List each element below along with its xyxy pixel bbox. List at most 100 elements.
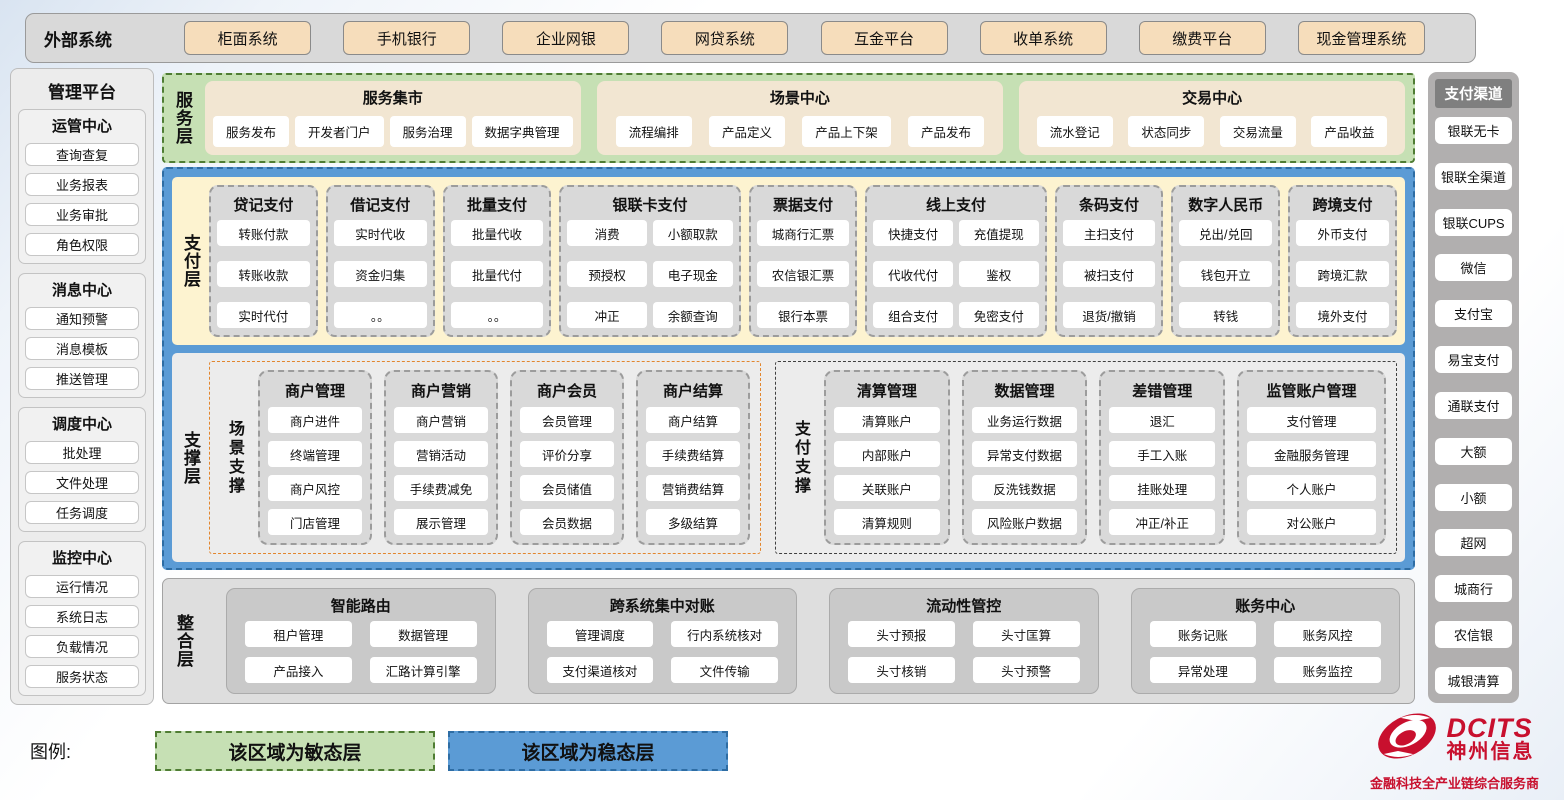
function-node: 账务记账: [1149, 621, 1257, 647]
management-center-items: 通知预警 消息模板 推送管理: [25, 307, 139, 390]
integration-group-items: 租户管理 数据管理 产品接入 汇路计算引擎: [245, 621, 477, 684]
function-node: 代收代付: [873, 261, 953, 287]
integration-group: 账务中心 账务记账 账务风控 异常处理 账务监控: [1130, 588, 1400, 694]
brand-logo-texts: DCITS 神州信息: [1446, 713, 1534, 763]
function-node: 预授权: [567, 261, 647, 287]
support-category-title: 商户管理: [284, 383, 345, 400]
service-center-title: 场景中心: [769, 90, 830, 107]
management-center-title: 调度中心: [51, 416, 112, 433]
function-node: 异常支付数据: [971, 441, 1078, 467]
payment-category-column: 条码支付 主扫支付 被扫支付 退货/撤销: [1054, 185, 1164, 337]
management-center-items: 查询查复 业务报表 业务审批 角色权限: [25, 143, 139, 256]
support-category-title: 差错管理: [1132, 383, 1193, 400]
management-center-group: 运管中心 查询查复 业务报表 业务审批 角色权限: [18, 109, 146, 264]
dcits-swirl-icon: [1374, 707, 1440, 770]
integration-layer: 整合层 智能路由 租户管理 数据管理 产品接入 汇路计算引擎 跨系统集中对账 管…: [162, 578, 1415, 704]
management-platform-title: 管理平台: [48, 83, 116, 102]
function-node: 挂账处理: [1109, 475, 1216, 501]
support-section: 场景支撑 商户管理 商户进件 终端管理 商户风控 门店管理 商户营销 商户营销 …: [209, 361, 761, 554]
management-function-node: 批处理: [25, 441, 139, 464]
management-center-group: 监控中心 运行情况 系统日志 负载情况 服务状态: [18, 541, 146, 696]
integration-group-title: 流动性管控: [926, 598, 1002, 615]
function-node: 关联账户: [834, 475, 940, 501]
function-node: 金融服务管理: [1247, 441, 1376, 467]
support-category-column: 数据管理 业务运行数据 异常支付数据 反洗钱数据 风险账户数据: [961, 370, 1088, 545]
function-node: 会员管理: [520, 407, 614, 433]
support-category-column: 商户管理 商户进件 终端管理 商户风控 门店管理: [258, 370, 372, 545]
external-system-node: 互金平台: [820, 21, 948, 55]
legend-item: 该区域为稳态层: [448, 731, 728, 771]
payment-category-column: 数字人民币 兑出/兑回 钱包开立 转钱: [1171, 185, 1281, 337]
function-node: 批量代收: [450, 220, 544, 246]
management-center-group: 调度中心 批处理 文件处理 任务调度: [18, 407, 146, 532]
function-node: 冲正: [567, 302, 647, 328]
function-node: 。。: [450, 302, 544, 328]
payment-channel-node: 超网: [1435, 529, 1512, 557]
service-layer: 服务层 服务集市 服务发布 开发者门户 服务治理 数据字典管理 场景中心 流程编…: [162, 73, 1415, 163]
service-center-title: 交易中心: [1182, 90, 1243, 107]
function-node: 评价分享: [520, 441, 614, 467]
legend-item: 该区域为敏态层: [155, 731, 435, 771]
management-function-node: 系统日志: [25, 605, 139, 628]
support-section-label: 支付支撑: [792, 419, 809, 496]
function-node: 转账付款: [217, 220, 310, 246]
function-node: 鉴权: [958, 261, 1039, 287]
integration-group-items: 账务记账 账务风控 异常处理 账务监控: [1149, 621, 1381, 684]
integration-group: 跨系统集中对账 管理调度 行内系统核对 支付渠道核对 文件传输: [527, 588, 797, 694]
external-system-node: 企业网银: [502, 21, 630, 55]
payment-category-title: 条码支付: [1078, 197, 1139, 214]
function-node: 商户营销: [394, 407, 488, 433]
service-function-node: 产品发布: [907, 116, 984, 147]
management-function-node: 负载情况: [25, 635, 139, 658]
function-node: 支付管理: [1247, 407, 1376, 433]
payment-category-items: 转账付款 转账收款 实时代付: [217, 220, 310, 328]
management-function-node: 查询查复: [25, 143, 139, 166]
function-node: 手续费减免: [394, 475, 488, 501]
service-function-node: 服务发布: [213, 116, 290, 147]
service-layer-groups: 服务集市 服务发布 开发者门户 服务治理 数据字典管理 场景中心 流程编排 产品…: [205, 81, 1405, 155]
payment-category-title: 票据支付: [772, 197, 833, 214]
support-category-column: 监管账户管理 支付管理 金融服务管理 个人账户 对公账户: [1237, 370, 1386, 545]
management-platform-panel: 管理平台 运管中心 查询查复 业务报表 业务审批 角色权限 消息中心 通知预警 …: [10, 68, 154, 705]
function-node: 营销活动: [394, 441, 488, 467]
function-node: 汇路计算引擎: [369, 657, 477, 683]
support-category-title: 清算管理: [856, 383, 917, 400]
function-node: 转钱: [1179, 302, 1273, 328]
function-node: 境外支付: [1296, 302, 1389, 328]
payment-layer-label: 支付层: [181, 234, 200, 288]
payment-category-items: 实时代收 资金归集 。。: [333, 220, 427, 328]
payment-category-title: 借记支付: [350, 197, 411, 214]
management-center-title: 消息中心: [51, 282, 112, 299]
function-node: 冲正/补正: [1109, 509, 1216, 535]
management-center-group: 消息中心 通知预警 消息模板 推送管理: [18, 273, 146, 398]
function-node: 清算规则: [834, 509, 940, 535]
function-node: 风险账户数据: [971, 509, 1078, 535]
integration-group: 智能路由 租户管理 数据管理 产品接入 汇路计算引擎: [226, 588, 496, 694]
payment-category-items: 外币支付 跨境汇款 境外支付: [1296, 220, 1389, 328]
management-function-node: 文件处理: [25, 471, 139, 494]
support-section: 支付支撑 清算管理 清算账户 内部账户 关联账户 清算规则 数据管理 业务运行数…: [775, 361, 1397, 554]
function-node: 数据管理: [369, 621, 477, 647]
function-node: 退货/撤销: [1062, 302, 1156, 328]
integration-group: 流动性管控 头寸预报 头寸匡算 头寸核销 头寸预警: [829, 588, 1099, 694]
support-section-label: 场景支撑: [226, 419, 243, 496]
support-category-title: 数据管理: [994, 383, 1055, 400]
function-node: 会员储值: [520, 475, 614, 501]
payment-category-items: 批量代收 批量代付 。。: [450, 220, 544, 328]
management-function-node: 业务审批: [25, 203, 139, 226]
external-system-node: 收单系统: [979, 21, 1107, 55]
function-node: 头寸预警: [972, 657, 1080, 683]
function-node: 异常处理: [1149, 657, 1257, 683]
function-node: 快捷支付: [873, 220, 953, 246]
brand-logo: DCITS 神州信息 金融科技全产业链综合服务商: [1370, 707, 1539, 792]
function-node: 多级结算: [646, 509, 740, 535]
function-node: 支付渠道核对: [546, 657, 654, 683]
function-node: 电子现金: [652, 261, 733, 287]
payment-category-column: 跨境支付 外币支付 跨境汇款 境外支付: [1288, 185, 1397, 337]
function-node: 头寸核销: [848, 657, 955, 683]
function-node: 城商行汇票: [756, 220, 850, 246]
service-function-node: 服务治理: [389, 116, 466, 147]
external-system-node: 缴费平台: [1138, 21, 1266, 55]
function-node: 商户风控: [268, 475, 362, 501]
